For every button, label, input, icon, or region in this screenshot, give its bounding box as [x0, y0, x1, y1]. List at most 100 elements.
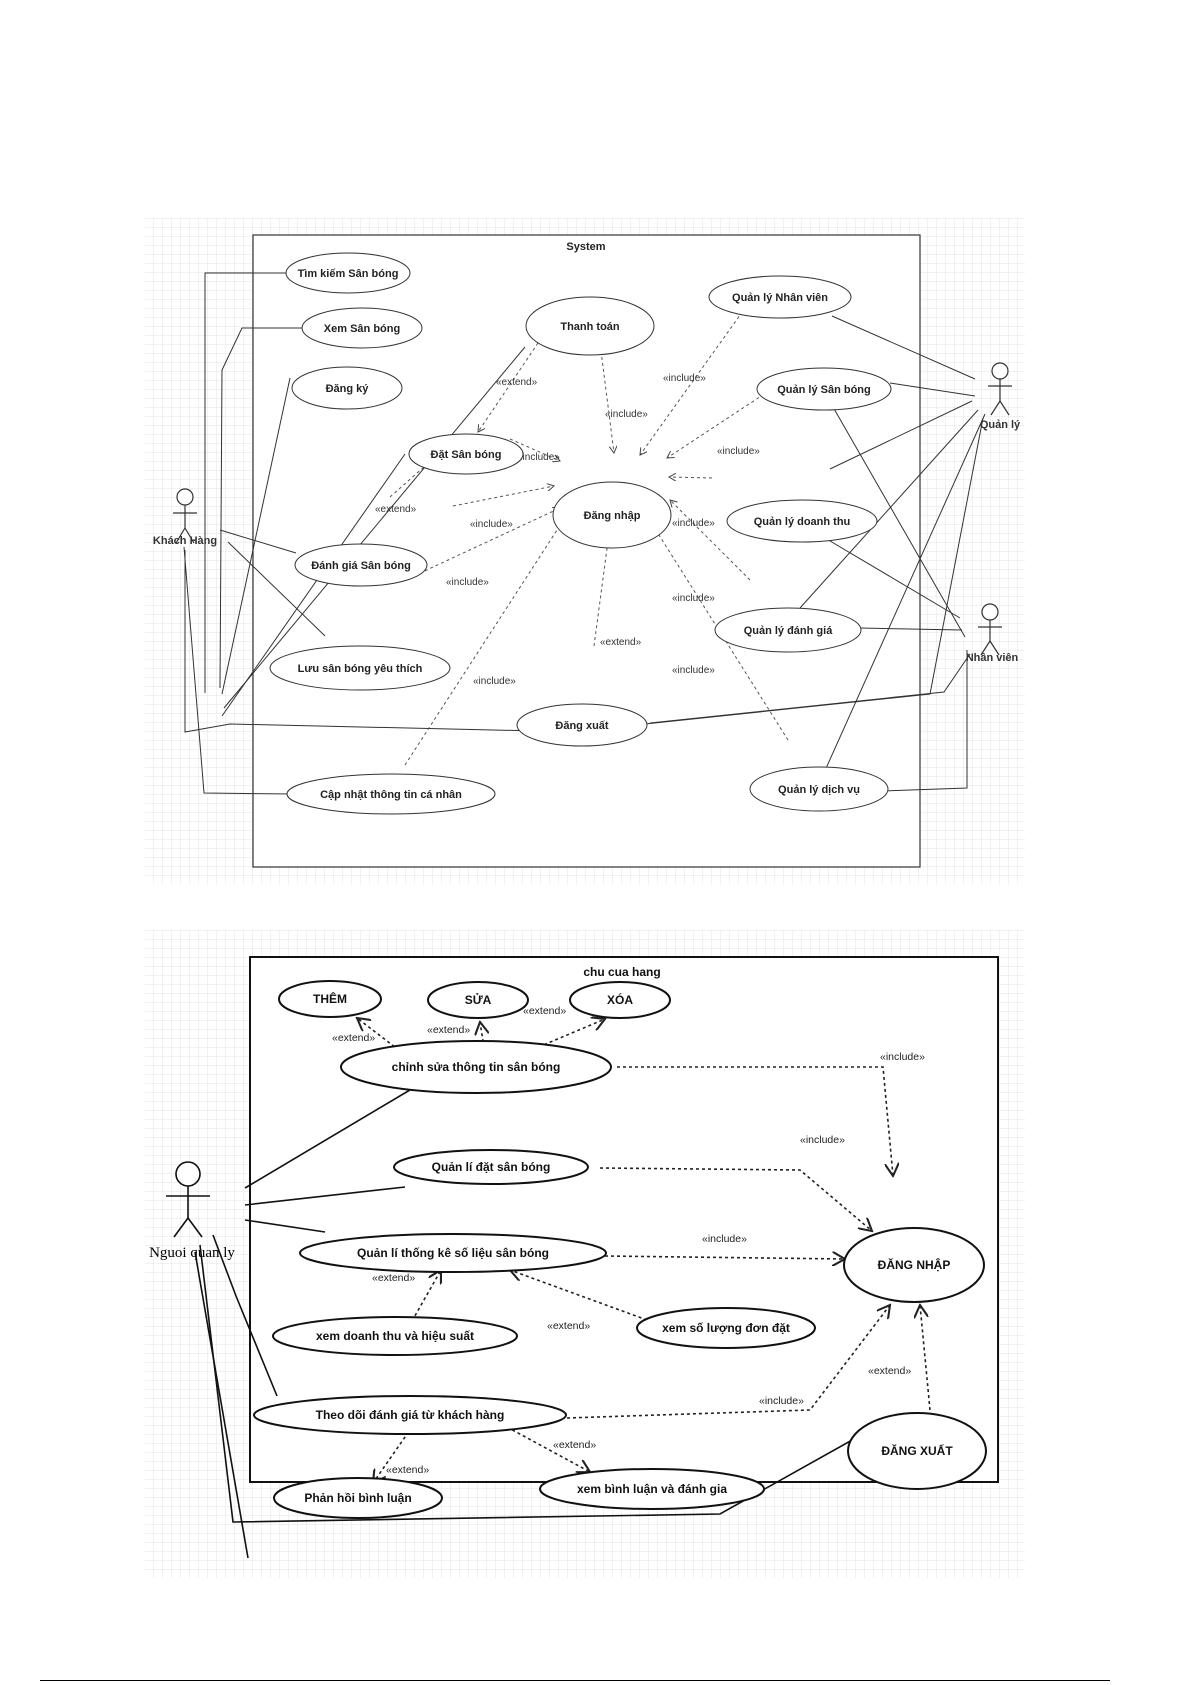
uc-view-comments-label: xem bình luận và đánh gia [577, 1482, 727, 1496]
uc-view-orders-label: xem số lượng đơn đặt [662, 1321, 790, 1335]
label-include-book: «include» [517, 452, 560, 463]
uc-edit-info [340, 1040, 612, 1094]
actor-associations [194, 1083, 871, 1559]
uc-login [843, 1227, 985, 1303]
diagram-1-canvas: System [145, 218, 1025, 884]
uc-register-label: Đăng ký [326, 383, 370, 395]
dependency-lines [389, 296, 789, 766]
label-include-fields: «include» [717, 446, 760, 457]
label-extend-logout: «extend» [868, 1365, 911, 1377]
uc-manage-fields-label: Quản lý Sân bóng [777, 384, 871, 396]
uc-view-revenue-label: xem doanh thu và hiệu suất [316, 1329, 474, 1343]
label-include-favorite: «include» [446, 577, 489, 588]
label-extend-orders: «extend» [547, 1320, 590, 1332]
actor-customer-label: Khách Hàng [153, 535, 217, 547]
use-cases [253, 980, 987, 1519]
system-label: System [566, 241, 605, 253]
uc-manage-staff [708, 275, 852, 319]
actor-manager [166, 1161, 210, 1238]
label-include-track: «include» [759, 1395, 804, 1407]
uc-delete-label: XÓA [607, 992, 633, 1007]
uc-manage-staff-label: Quản lý Nhân viên [732, 292, 828, 304]
uc-login-label: Đăng nhập [584, 510, 641, 522]
uc-payment-label: Thanh toán [560, 321, 620, 333]
uc-manage-services-label: Quản lý dịch vụ [778, 784, 860, 796]
label-extend-reply: «extend» [386, 1464, 429, 1476]
actor-customer [173, 488, 197, 544]
actor-manager-label: Nguoi quan ly [149, 1245, 235, 1261]
system-label: chu cua hang [583, 965, 660, 979]
dependency-lines [357, 1018, 931, 1483]
label-include-profile: «include» [473, 676, 516, 687]
uc-manage-booking [393, 1149, 589, 1185]
uc-view [301, 307, 423, 349]
label-include-revenue: «include» [672, 518, 715, 529]
relation-labels: «extend» «include» «include» «include» «… [375, 373, 760, 687]
uc-logout-label: ĐĂNG XUẤT [881, 1443, 953, 1458]
uc-login [552, 481, 672, 549]
use-case-labels: Tìm kiếm Sân bóng Xem Sân bóng Đăng ký T… [298, 268, 871, 801]
label-include-booking: «include» [800, 1134, 845, 1146]
uc-review [294, 543, 428, 587]
uc-manage-fields [756, 367, 892, 411]
uc-view-orders [636, 1307, 816, 1349]
uc-manage-reviews [714, 607, 862, 653]
uc-edit-label: SỬA [465, 992, 492, 1007]
uc-view-label: Xem Sân bóng [324, 323, 400, 335]
actor-staff-label: Nhân viên [966, 652, 1019, 664]
uc-edit-info-label: chỉnh sửa thông tin sân bóng [392, 1060, 561, 1074]
uc-favorite-label: Lưu sân bóng yêu thích [298, 663, 423, 675]
uc-manage-stats [299, 1233, 607, 1273]
uc-view-revenue [272, 1316, 518, 1356]
label-extend-revenue: «extend» [372, 1272, 415, 1284]
uc-view-comments [539, 1468, 765, 1510]
uc-manage-stats-label: Quản lí thống kê số liệu sân bóng [357, 1246, 549, 1260]
uc-edit [427, 981, 529, 1019]
uc-logout [847, 1412, 987, 1490]
page-bottom-rule [40, 1680, 1110, 1681]
diagram-2-canvas: chu cua hang «extend» «extend» «extend» … [145, 930, 1025, 1578]
label-extend-logout: «extend» [600, 637, 642, 648]
use-case-labels: THÊM SỬA XÓA chỉnh sửa thông tin sân bón… [304, 991, 953, 1505]
uc-favorite [269, 645, 451, 691]
use-case-diagram-system: System [0, 218, 1192, 891]
uc-manage-services [749, 766, 889, 812]
uc-logout-label: Đăng xuất [555, 720, 609, 732]
label-include-stats: «include» [702, 1233, 747, 1245]
label-extend-comments: «extend» [553, 1439, 596, 1451]
uc-book-label: Đặt Sân bóng [431, 449, 502, 461]
label-include-staff: «include» [663, 373, 706, 384]
uc-manage-revenue-label: Quản lý doanh thu [754, 516, 851, 528]
uc-reply-comment [273, 1477, 443, 1519]
label-include-edit-info: «include» [880, 1051, 925, 1063]
label-include-payment: «include» [605, 409, 648, 420]
uc-manage-reviews-label: Quản lý đánh giá [744, 625, 834, 637]
actor-staff [978, 603, 1002, 656]
uc-book [408, 433, 524, 475]
uc-login-label: ĐĂNG NHẬP [878, 1257, 951, 1272]
relation-labels: «extend» «extend» «extend» «include» «in… [332, 1005, 925, 1476]
label-include-reviews: «include» [672, 593, 715, 604]
uc-logout [516, 703, 648, 747]
use-case-diagram-shop-owner: chu cua hang «extend» «extend» «extend» … [0, 930, 1192, 1585]
actor-manager-label: Quản lý [980, 419, 1021, 431]
use-cases [269, 252, 892, 815]
uc-update-profile-label: Cập nhật thông tin cá nhân [320, 789, 462, 801]
label-include-review: «include» [470, 519, 513, 530]
uc-search-label: Tìm kiếm Sân bóng [298, 268, 399, 280]
staff-manager-associations [644, 315, 986, 792]
uc-review-label: Đánh giá Sân bóng [311, 560, 411, 572]
label-extend-edit: «extend» [427, 1024, 470, 1036]
uc-delete [569, 981, 671, 1019]
label-extend-review: «extend» [375, 504, 417, 515]
uc-update-profile [286, 773, 496, 815]
uc-manage-revenue [726, 499, 878, 543]
uc-reply-comment-label: Phản hồi bình luận [304, 1491, 411, 1505]
uc-track-reviews [253, 1395, 567, 1435]
uc-track-reviews-label: Theo dõi đánh giá từ khách hàng [316, 1408, 505, 1422]
uc-add [278, 980, 382, 1018]
label-extend-add: «extend» [332, 1032, 375, 1044]
uc-manage-booking-label: Quản lí đặt sân bóng [432, 1160, 551, 1174]
customer-associations [183, 272, 540, 795]
label-extend-delete: «extend» [523, 1005, 566, 1017]
